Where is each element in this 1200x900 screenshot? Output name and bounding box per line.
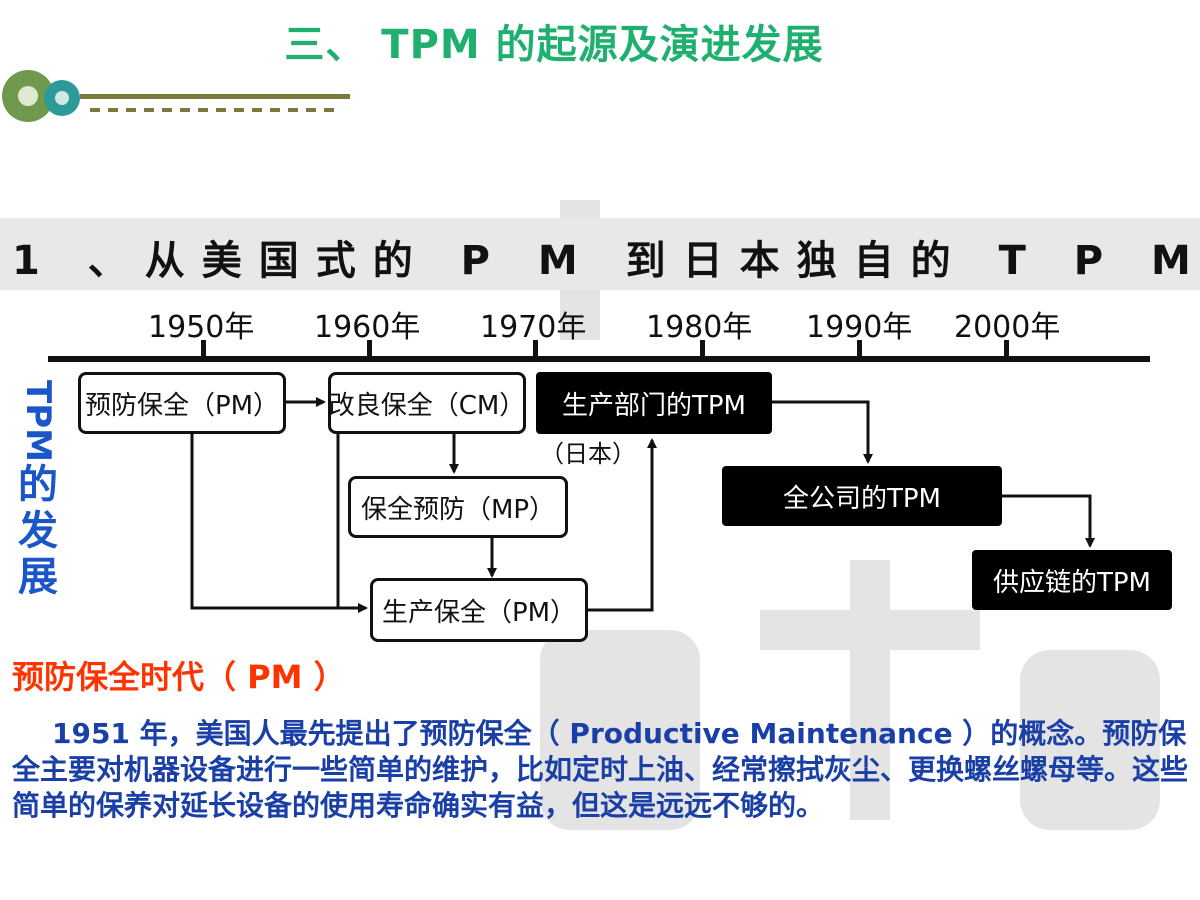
year-label: 1950年	[148, 310, 255, 345]
page-title: 三、 TPM 的起源及演进发展	[284, 22, 824, 68]
node-maintenance-prevention: 保全预防（MP）	[348, 476, 568, 538]
node-production-dept-tpm: 生产部门的TPM	[536, 372, 772, 434]
timeline-tick	[201, 340, 206, 362]
node-production-maintenance: 生产保全（PM）	[370, 578, 588, 642]
timeline-tick	[367, 340, 372, 362]
era-heading: 预防保全时代（ PM ）	[12, 658, 346, 696]
node-preventive-maintenance: 预防保全（PM）	[78, 372, 286, 434]
side-label-tpm: TPM	[18, 380, 58, 462]
node-corrective-maintenance: 改良保全（CM）	[328, 372, 526, 434]
year-label: 1980年	[646, 310, 753, 345]
year-label: 1990年	[806, 310, 913, 345]
node-supply-chain-tpm: 供应链的TPM	[972, 550, 1172, 610]
side-label: TPM 的发展	[10, 380, 66, 600]
timeline-tick	[857, 340, 862, 362]
gear-ornament-icon	[2, 70, 350, 122]
japan-note: （日本）	[540, 440, 636, 468]
year-label: 2000年	[954, 310, 1061, 345]
timeline-tick	[700, 340, 705, 362]
timeline-tick	[1004, 340, 1009, 362]
arrow-pm-to-production	[190, 434, 368, 613]
side-label-text: 的发展	[18, 462, 58, 600]
section-band	[0, 218, 1200, 290]
timeline-tick	[533, 340, 538, 362]
year-label: 1970年	[480, 310, 587, 345]
node-company-tpm: 全公司的TPM	[722, 466, 1002, 526]
section-heading: 1 、从美国式的 P M 到日本独自的 T P M	[12, 238, 1200, 284]
description-paragraph: 1951 年，美国人最先提出了预防保全（ Productive Maintena…	[12, 717, 1189, 822]
year-label: 1960年	[314, 310, 421, 345]
timeline-axis	[48, 356, 1150, 362]
